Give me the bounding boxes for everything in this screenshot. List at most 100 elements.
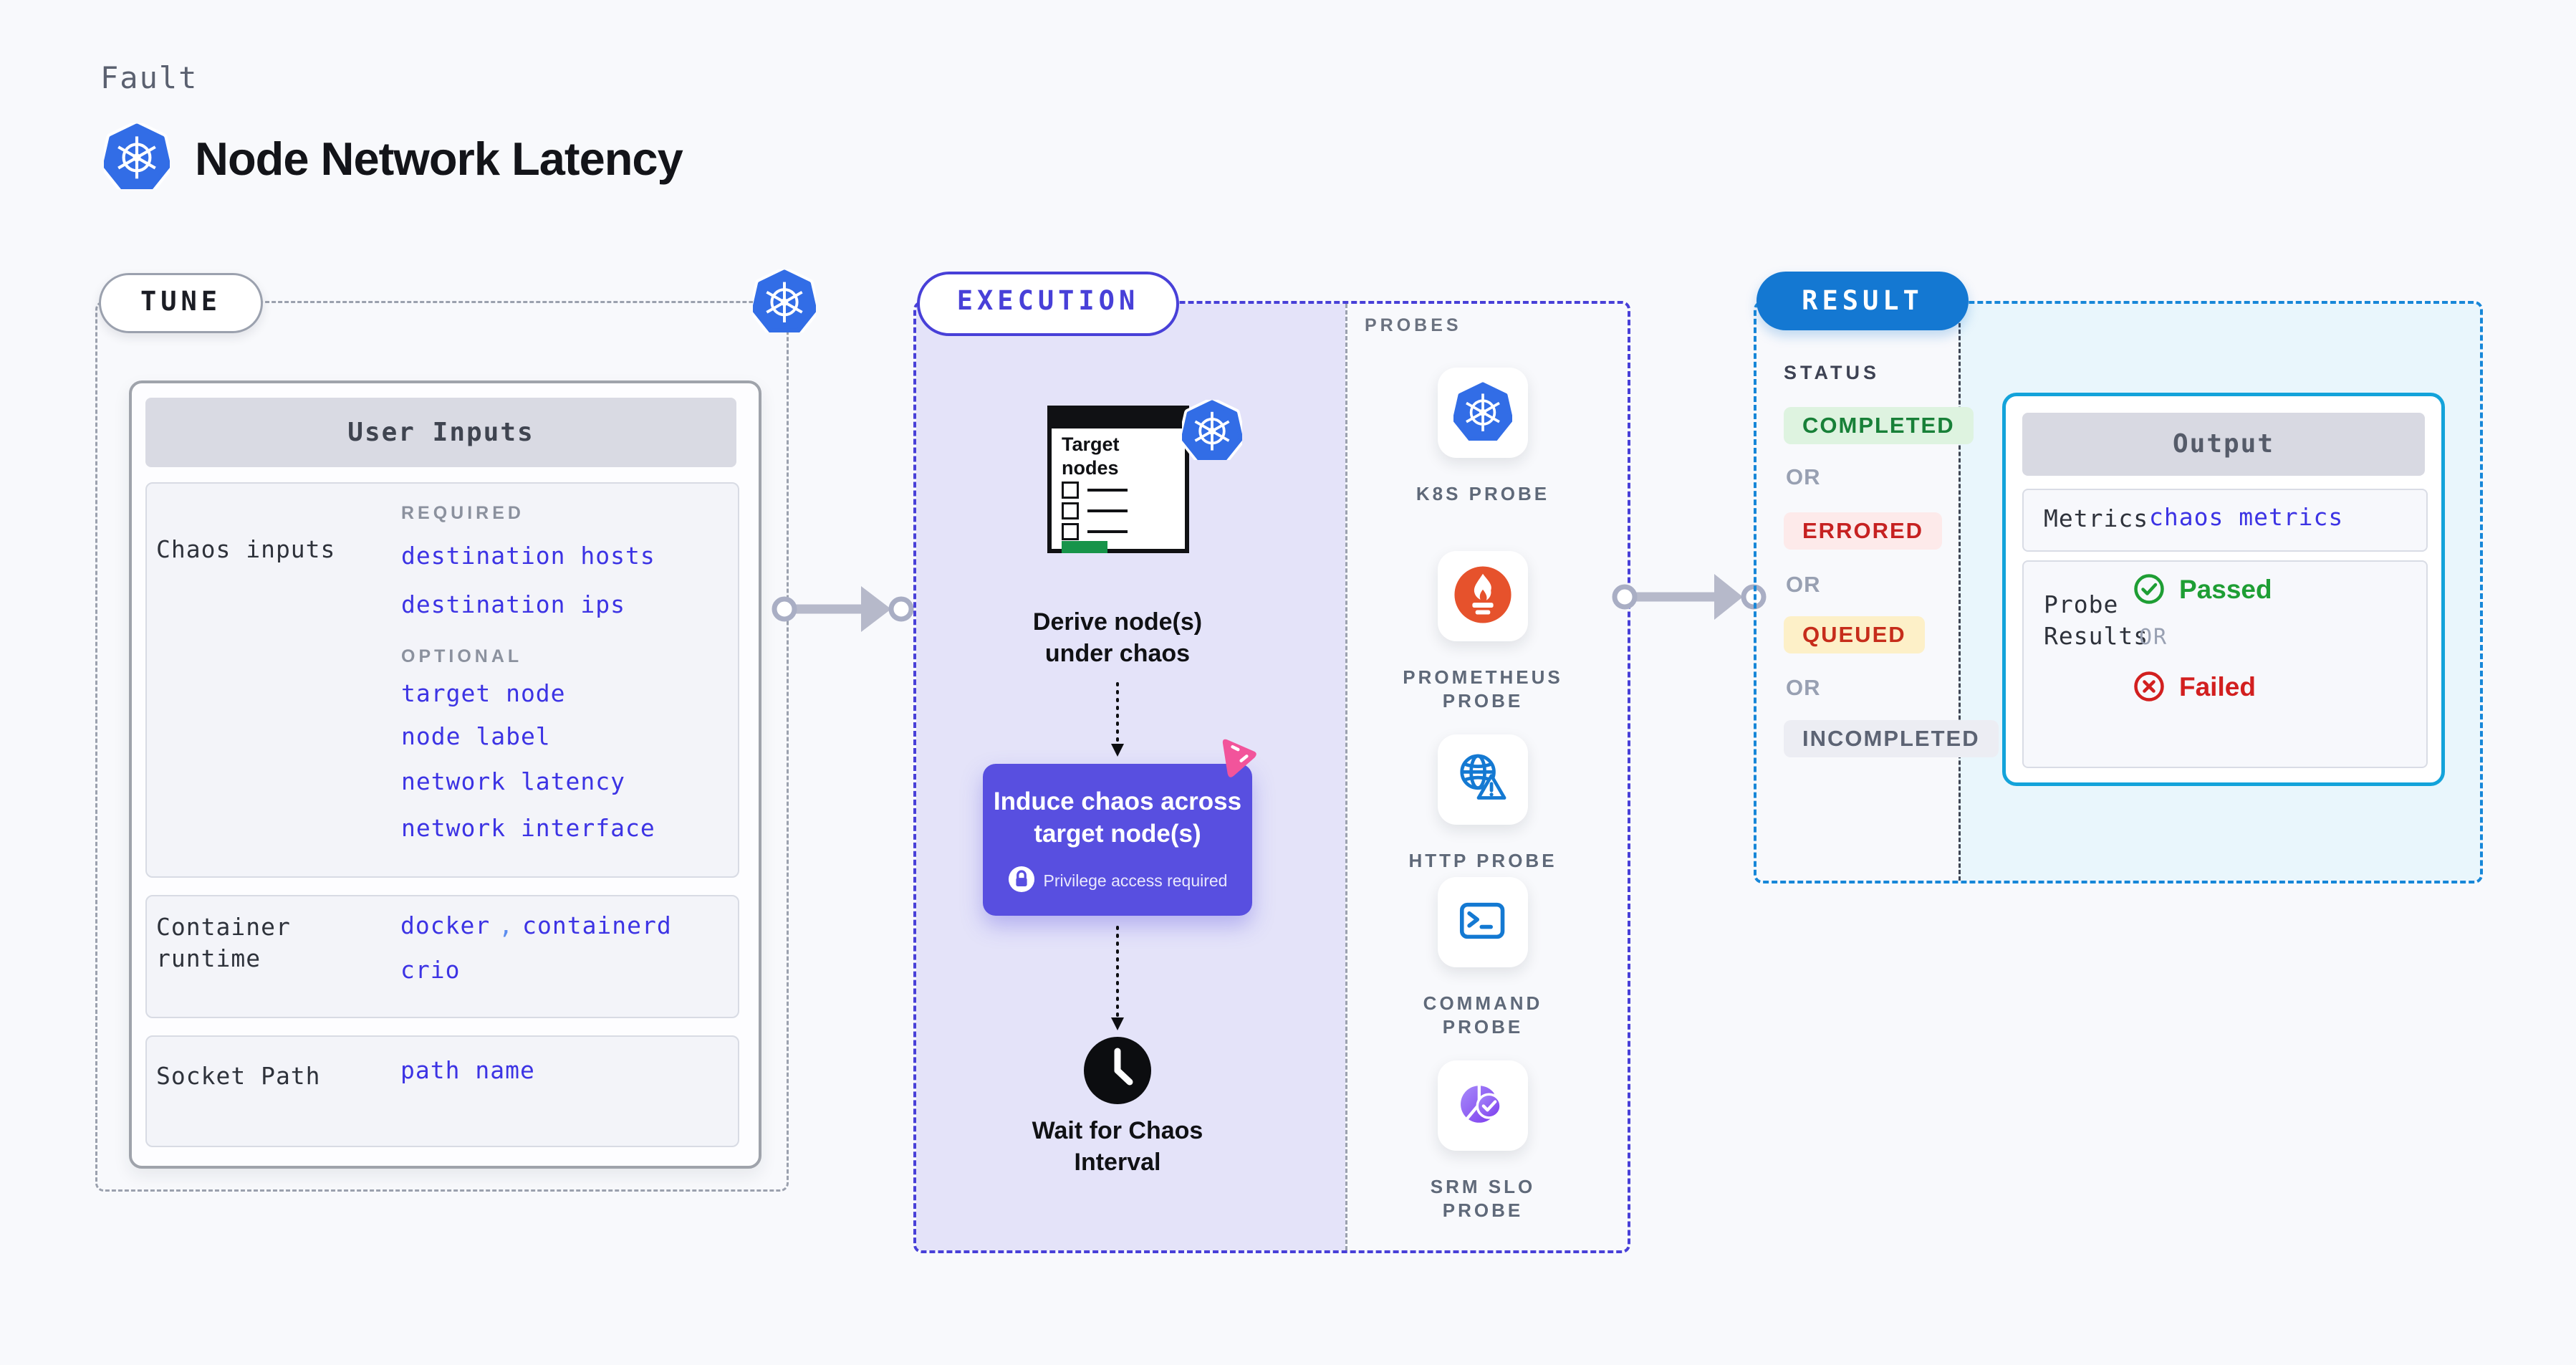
status-heading: STATUS bbox=[1784, 362, 1880, 383]
required-heading: REQUIRED bbox=[401, 503, 524, 523]
input-link-destination-ips[interactable]: destination ips bbox=[401, 590, 626, 618]
induce-chaos-box: Induce chaos across target node(s) Privi… bbox=[983, 764, 1252, 916]
privilege-access-chip: Privilege access required bbox=[983, 866, 1252, 896]
fault-kicker: Fault bbox=[100, 60, 198, 95]
http-globe-icon bbox=[1452, 747, 1514, 813]
probe-results-label-line1: Probe bbox=[2044, 590, 2119, 618]
result-status-divider bbox=[1959, 304, 1961, 881]
or-label: OR bbox=[2139, 625, 2168, 650]
container-runtime-row bbox=[145, 895, 739, 1018]
input-link-network-latency[interactable]: network latency bbox=[401, 767, 626, 795]
wait-chaos-interval-label: Wait for Chaos Interval bbox=[1003, 1115, 1232, 1178]
input-link-target-node[interactable]: target node bbox=[401, 679, 566, 707]
probe-label-line: HTTP PROBE bbox=[1408, 850, 1557, 871]
result-badge: RESULT bbox=[1756, 272, 1969, 330]
tune-badge: TUNE bbox=[99, 273, 263, 333]
runtime-value-crio[interactable]: crio bbox=[400, 956, 461, 984]
chaos-inputs-label: Chaos inputs bbox=[156, 535, 336, 563]
line-placeholder bbox=[1087, 509, 1128, 512]
page-title: Node Network Latency bbox=[195, 133, 683, 185]
wait-label-line1: Wait for Chaos bbox=[1032, 1117, 1203, 1144]
target-nodes-document: Target nodes bbox=[1047, 406, 1189, 553]
input-link-network-interface[interactable]: network interface bbox=[401, 814, 655, 842]
probe-label-line: PROBE bbox=[1442, 1199, 1524, 1221]
status-badge-errored: ERRORED bbox=[1784, 512, 1943, 550]
probe-card-srm-slo bbox=[1438, 1060, 1528, 1151]
x-circle-icon bbox=[2133, 671, 2165, 702]
lock-icon bbox=[1008, 866, 1035, 896]
probe-label-k8s: K8S PROBE bbox=[1375, 482, 1590, 506]
probe-result-passed: Passed bbox=[2179, 575, 2272, 604]
runtime-value-docker[interactable]: docker bbox=[400, 911, 491, 939]
litmus-chaos-icon bbox=[1212, 733, 1262, 783]
arrow-execution-to-result bbox=[1611, 561, 1769, 633]
arrow-tune-to-execution bbox=[771, 573, 914, 645]
socket-path-row bbox=[145, 1035, 739, 1147]
kubernetes-icon bbox=[100, 120, 174, 193]
output-header: Output bbox=[2022, 413, 2425, 476]
probe-result-failed: Failed bbox=[2179, 672, 2256, 701]
green-progress-bar bbox=[1062, 541, 1107, 553]
derive-label-line2: under chaos bbox=[1044, 640, 1191, 667]
induce-chaos-label: Induce chaos across target node(s) bbox=[983, 785, 1252, 850]
metrics-label: Metrics bbox=[2044, 504, 2149, 532]
check-circle-icon bbox=[2133, 573, 2165, 605]
or-label: OR bbox=[1786, 464, 1821, 489]
chaos-inputs-row bbox=[145, 482, 739, 878]
target-doc-title-line2: nodes bbox=[1062, 457, 1119, 479]
terminal-icon bbox=[1452, 890, 1514, 955]
probe-results-label: Probe Results bbox=[2044, 589, 2148, 652]
dotted-arrow-down-icon bbox=[1106, 682, 1129, 760]
socket-path-value[interactable]: path name bbox=[400, 1056, 535, 1084]
dotted-arrow-down-icon bbox=[1106, 926, 1129, 1033]
input-link-destination-hosts[interactable]: destination hosts bbox=[401, 542, 655, 570]
probe-label-line: PROBE bbox=[1442, 1016, 1524, 1038]
probe-card-http bbox=[1438, 734, 1528, 825]
socket-path-label: Socket Path bbox=[156, 1062, 321, 1090]
slo-pie-chart-icon bbox=[1452, 1073, 1514, 1139]
probe-card-prometheus bbox=[1438, 551, 1528, 641]
input-link-node-label[interactable]: node label bbox=[401, 722, 551, 750]
tune-section-box bbox=[95, 301, 789, 1192]
probe-label-line: COMMAND bbox=[1423, 992, 1543, 1014]
induce-label-line1: Induce chaos across bbox=[993, 787, 1242, 815]
container-runtime-label-line2: runtime bbox=[156, 944, 261, 972]
probe-results-row bbox=[2022, 560, 2428, 768]
runtime-value-containerd[interactable]: containerd bbox=[522, 911, 672, 939]
checkbox-icon bbox=[1062, 482, 1079, 499]
probes-heading: PROBES bbox=[1365, 315, 1462, 335]
document-titlebar bbox=[1052, 410, 1185, 428]
node-checkbox-row bbox=[1062, 523, 1128, 540]
optional-heading: OPTIONAL bbox=[401, 646, 523, 666]
execution-probes-divider bbox=[1345, 304, 1347, 1250]
user-inputs-header: User Inputs bbox=[145, 398, 736, 467]
prometheus-icon bbox=[1452, 564, 1514, 629]
probe-label-line: SRM SLO bbox=[1430, 1176, 1536, 1197]
line-placeholder bbox=[1087, 530, 1128, 533]
probe-label-line: K8S PROBE bbox=[1416, 483, 1550, 504]
induce-label-line2: target node(s) bbox=[1034, 820, 1201, 848]
probe-label-http: HTTP PROBE bbox=[1375, 849, 1590, 873]
or-label: OR bbox=[1786, 675, 1821, 700]
clock-icon bbox=[1082, 1035, 1153, 1106]
metrics-row bbox=[2022, 489, 2428, 552]
derive-label-line1: Derive node(s) bbox=[1032, 608, 1203, 636]
kubernetes-icon bbox=[1178, 397, 1246, 464]
probe-label-line: PROBE bbox=[1442, 690, 1524, 712]
runtime-values-line1: docker,containerd bbox=[400, 911, 672, 939]
kubernetes-icon bbox=[1452, 381, 1514, 444]
kubernetes-icon bbox=[749, 267, 820, 337]
execution-badge: EXECUTION bbox=[917, 272, 1179, 336]
privilege-access-label: Privilege access required bbox=[1043, 871, 1228, 890]
node-checkbox-row bbox=[1062, 482, 1128, 499]
metrics-value-link[interactable]: chaos metrics bbox=[2149, 503, 2344, 531]
container-runtime-label: Container runtime bbox=[156, 911, 291, 974]
target-doc-title-line1: Target bbox=[1062, 434, 1120, 455]
probe-results-label-line2: Results bbox=[2044, 622, 2149, 650]
status-badge-queued: QUEUED bbox=[1784, 616, 1925, 653]
derive-nodes-label: Derive node(s) under chaos bbox=[1003, 606, 1232, 669]
